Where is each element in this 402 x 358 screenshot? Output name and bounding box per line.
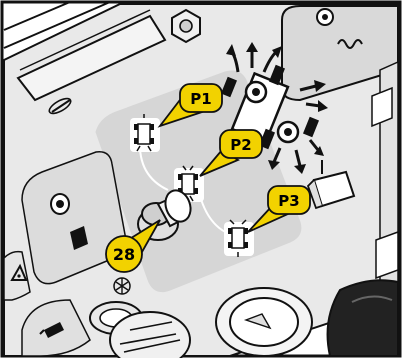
mode-p3-icon [224,220,254,257]
right-grip [328,280,398,356]
circle-switch-icon [51,194,69,214]
callout-p3-label: P3 [278,192,299,210]
callout-p2-label: P2 [230,136,251,154]
mode-p1-icon [130,114,160,152]
callout-28-label: 28 [113,245,135,264]
nut-icon [172,10,200,42]
callout-p1-label: P1 [190,90,211,108]
center-round-knob [216,288,312,356]
